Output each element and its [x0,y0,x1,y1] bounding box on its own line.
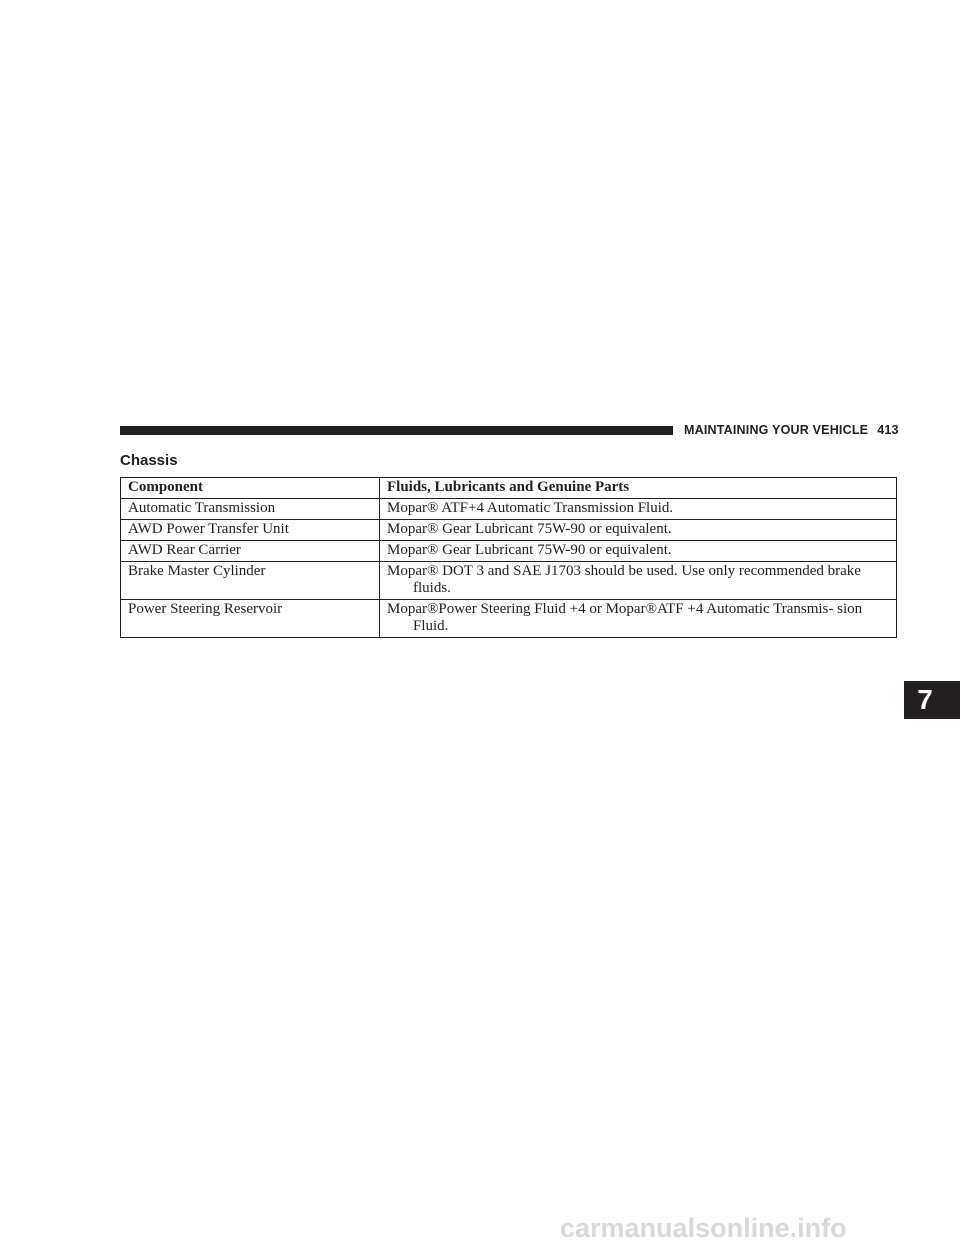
column-header-fluids: Fluids, Lubricants and Genuine Parts [379,477,897,499]
fluid-cell: Mopar®Power Steering Fluid +4 or Mopar®A… [379,599,897,638]
fluid-cell: Mopar® ATF+4 Automatic Transmission Flui… [379,498,897,520]
running-title: MAINTAINING YOUR VEHICLE [684,423,869,437]
column-header-component: Component [120,477,380,499]
fluid-cell: Mopar® Gear Lubricant 75W-90 or equivale… [379,519,897,541]
component-cell: Power Steering Reservoir [120,599,380,638]
component-cell: AWD Rear Carrier [120,540,380,562]
table-row: AWD Power Transfer Unit Mopar® Gear Lubr… [120,519,897,541]
fluid-text: Mopar® Gear Lubricant 75W-90 or equivale… [387,542,672,558]
fluids-table: Component Fluids, Lubricants and Genuine… [120,477,897,638]
watermark: carmanualsonline.info [560,1213,847,1243]
fluid-text: Mopar® ATF+4 Automatic Transmission Flui… [387,500,674,516]
section-title: Chassis [120,452,178,469]
table-row: Brake Master Cylinder Mopar® DOT 3 and S… [120,561,897,600]
chapter-tab: 7 [904,681,960,719]
header-rule [120,426,673,435]
component-cell: Brake Master Cylinder [120,561,380,600]
running-header: MAINTAINING YOUR VEHICLE 413 [684,423,899,438]
table-header-row: Component Fluids, Lubricants and Genuine… [120,477,897,499]
fluid-text: Mopar®Power Steering Fluid +4 or Mopar®A… [387,601,863,634]
table-row: Automatic Transmission Mopar® ATF+4 Auto… [120,498,897,520]
table-row: AWD Rear Carrier Mopar® Gear Lubricant 7… [120,540,897,562]
fluid-cell: Mopar® DOT 3 and SAE J1703 should be use… [379,561,897,600]
fluid-cell: Mopar® Gear Lubricant 75W-90 or equivale… [379,540,897,562]
table-row: Power Steering Reservoir Mopar®Power Ste… [120,599,897,638]
fluid-text: Mopar® DOT 3 and SAE J1703 should be use… [387,563,861,596]
fluid-text: Mopar® Gear Lubricant 75W-90 or equivale… [387,521,672,537]
component-cell: Automatic Transmission [120,498,380,520]
page-number: 413 [877,423,899,437]
component-cell: AWD Power Transfer Unit [120,519,380,541]
